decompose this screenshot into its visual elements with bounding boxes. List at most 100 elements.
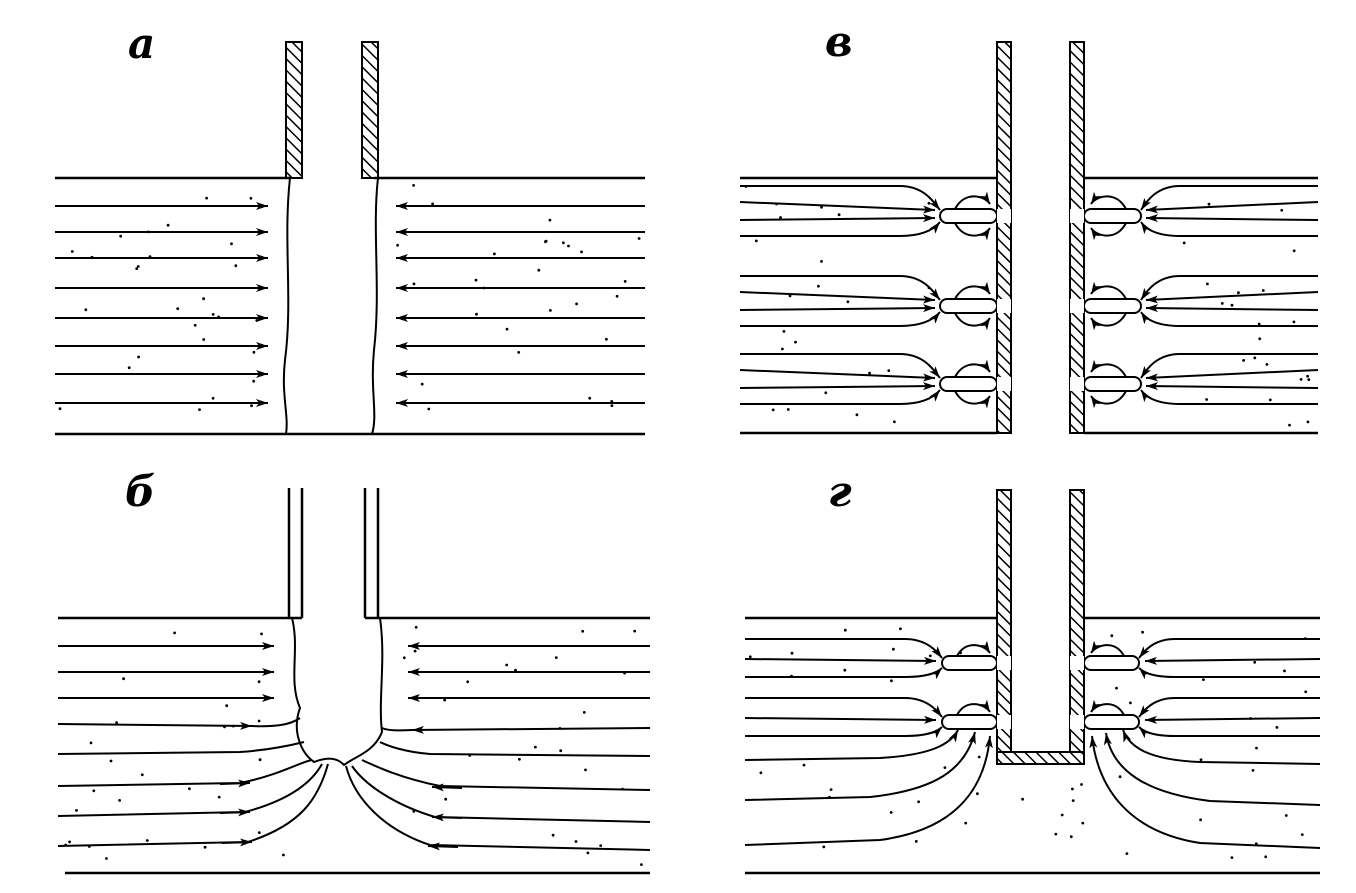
flow-line xyxy=(904,726,943,739)
sand-dot xyxy=(794,340,797,344)
flow-line xyxy=(954,281,991,300)
sand-dot xyxy=(1307,378,1311,381)
flow-line xyxy=(954,359,991,378)
panel-b-label: б xyxy=(125,467,155,516)
sand-dot xyxy=(788,294,792,298)
sand-dot xyxy=(855,413,859,417)
sand-dot xyxy=(1255,746,1258,750)
sand-dot xyxy=(623,671,626,675)
sand-dot xyxy=(202,338,206,341)
sand-dot xyxy=(892,647,895,651)
flow-line xyxy=(739,304,936,313)
sand-dot xyxy=(786,408,790,411)
flow-line xyxy=(956,640,991,657)
sand-dot xyxy=(231,724,235,728)
sand-dot xyxy=(250,404,253,408)
panel-b-flow-lines xyxy=(57,642,651,851)
sand-dot xyxy=(234,264,238,268)
panel-v-formation-boundaries xyxy=(740,176,1318,435)
sand-dot xyxy=(203,845,207,849)
flow-line xyxy=(57,763,323,817)
sand-dot xyxy=(1220,302,1224,305)
flow-line xyxy=(1145,291,1319,304)
perforation-tunnel xyxy=(1083,714,1140,730)
sand-dot xyxy=(1280,208,1284,212)
sand-dot xyxy=(623,280,627,283)
flow-line xyxy=(904,667,943,680)
sand-dot xyxy=(493,252,496,256)
sand-dot xyxy=(1080,783,1083,786)
sand-dot xyxy=(1306,420,1310,424)
sand-dot xyxy=(928,654,932,658)
sand-dot xyxy=(977,755,981,759)
flow-line xyxy=(57,741,305,755)
sand-dot xyxy=(889,811,893,814)
sand-dot xyxy=(843,628,847,632)
flow-line xyxy=(1090,640,1125,657)
sand-dot xyxy=(917,800,920,804)
sand-dot xyxy=(258,758,262,762)
sand-dot xyxy=(562,241,565,245)
sand-dot xyxy=(846,300,850,304)
sand-dot xyxy=(1303,637,1307,640)
panel-v-flow-lines xyxy=(739,185,1319,409)
sand-dot xyxy=(1182,241,1186,245)
sand-dot xyxy=(1125,852,1129,855)
sand-dot xyxy=(505,327,509,331)
casing-perforation-hole xyxy=(1070,299,1084,313)
sand-dot xyxy=(534,745,537,749)
sand-dot xyxy=(1261,289,1265,292)
sand-dot xyxy=(257,680,261,684)
sand-dot xyxy=(412,809,416,813)
sand-dot xyxy=(1071,787,1074,791)
panel-a-open-hole-walls xyxy=(282,177,379,435)
perforation-tunnel xyxy=(1083,655,1140,671)
sand-dot xyxy=(1288,423,1291,427)
flow-line xyxy=(1140,353,1181,379)
sand-dot xyxy=(135,267,139,270)
flow-line xyxy=(744,735,993,846)
sand-dot xyxy=(1207,202,1211,206)
flow-line xyxy=(219,779,251,788)
sand-dot xyxy=(188,787,191,791)
sand-dot xyxy=(1071,799,1075,802)
sand-dot xyxy=(136,265,140,268)
sand-dot xyxy=(1292,320,1296,324)
sand-dot xyxy=(754,239,758,243)
sand-dot xyxy=(828,795,831,799)
sand-dot xyxy=(781,347,784,351)
panel-a-flow-lines xyxy=(55,202,645,407)
flow-line xyxy=(1145,201,1319,214)
casing-perforation-hole xyxy=(997,656,1011,670)
sand-dot xyxy=(223,725,226,729)
panel-b-formation-boundaries xyxy=(58,616,650,875)
flow-line xyxy=(899,311,941,327)
sand-dot xyxy=(790,651,794,655)
flow-line xyxy=(1140,185,1181,211)
panel-g-casing-shoe xyxy=(996,751,1085,765)
sand-dot xyxy=(1265,363,1269,366)
sand-dot xyxy=(414,625,418,629)
flow-line xyxy=(1140,221,1181,237)
flow-line xyxy=(381,727,413,732)
sand-dot xyxy=(1118,775,1122,779)
flow-line xyxy=(221,838,253,847)
sand-dot xyxy=(75,809,78,812)
flow-line xyxy=(1090,390,1127,409)
sand-dot xyxy=(621,787,624,791)
sand-dot xyxy=(420,382,424,386)
flow-line xyxy=(1144,656,1321,665)
flow-line xyxy=(954,312,991,331)
flow-line xyxy=(1090,222,1127,241)
flow-line xyxy=(351,765,651,823)
sand-dot xyxy=(517,351,521,354)
flow-line xyxy=(954,390,991,409)
flow-line xyxy=(427,842,459,851)
sand-dot xyxy=(1304,690,1308,694)
sand-dot xyxy=(413,649,417,653)
flow-line xyxy=(744,715,937,724)
sand-dot xyxy=(217,795,221,799)
sand-dot xyxy=(1081,821,1085,825)
sand-dot xyxy=(92,789,96,793)
perforation-tunnel xyxy=(939,376,998,392)
